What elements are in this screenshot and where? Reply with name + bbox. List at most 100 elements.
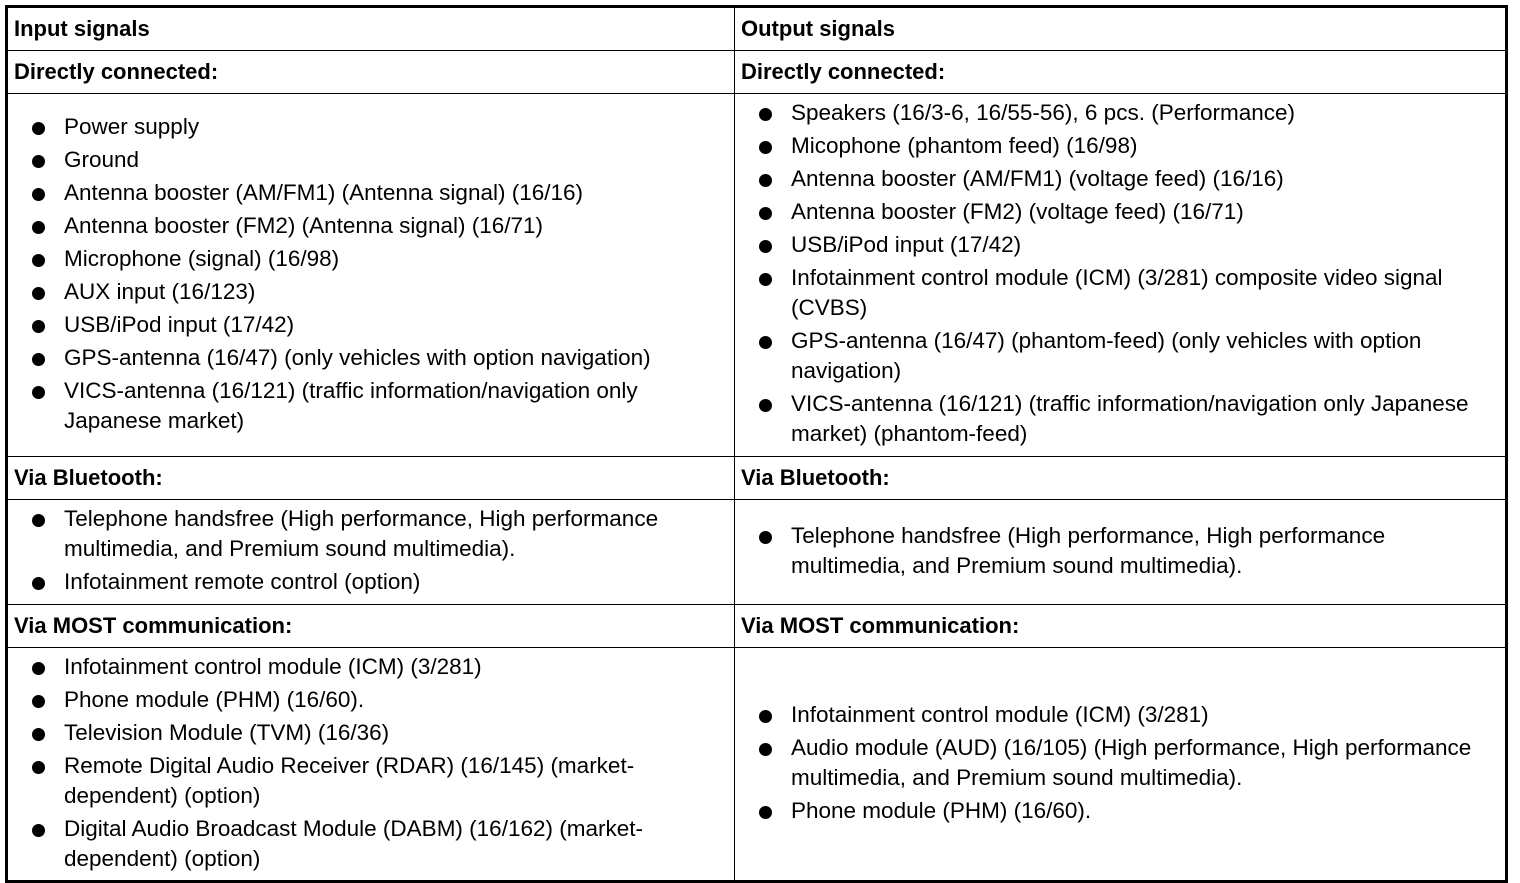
list-item-text: Audio module (AUD) (16/105) (High perfor… (791, 734, 1472, 790)
bullet-icon (759, 240, 772, 253)
list-item-text: Infotainment control module (ICM) (3/281… (791, 701, 1209, 727)
bullet-icon (759, 530, 772, 544)
list-item-text: VICS-antenna (16/121) (traffic informati… (64, 377, 638, 433)
list-item-text: Telephone handsfree (High performance, H… (64, 506, 659, 561)
list-item-text: Ground (64, 146, 140, 172)
list-item-text: Remote Digital Audio Receiver (RDAR) (16… (64, 752, 635, 808)
list-item-text: Power supply (64, 113, 200, 139)
list-item-text: Television Module (TVM) (16/36) (64, 719, 390, 745)
output-direct-cell: Speakers (16/3-6, 16/55-56), 6 pcs. (Per… (734, 93, 1507, 457)
bullet-icon (759, 399, 772, 412)
bullet-icon (759, 141, 772, 154)
list-item: Infotainment control module (ICM) (3/281… (735, 700, 1505, 730)
bullet-icon (32, 385, 45, 399)
header-row: Input signals Output signals (6, 6, 1507, 51)
list-item: AUX input (16/123) (8, 277, 734, 307)
list-item-text: Antenna booster (AM/FM1) (voltage feed) … (791, 166, 1284, 191)
list-item: Infotainment control module (ICM) (3/281… (8, 652, 734, 682)
list-item: Phone module (PHM) (16/60). (735, 796, 1505, 826)
bullet-icon (759, 805, 772, 819)
list-item: Ground (8, 145, 734, 175)
list-item-text: Phone module (PHM) (16/60). (791, 797, 1092, 823)
list-item: Audio module (AUD) (16/105) (High perfor… (735, 733, 1505, 793)
bullet-icon (32, 760, 45, 774)
bullet-icon (32, 514, 45, 527)
list-item: Antenna booster (AM/FM1) (voltage feed) … (735, 164, 1505, 194)
input-signals-header: Input signals (6, 6, 735, 51)
output-direct-list: Speakers (16/3-6, 16/55-56), 6 pcs. (Per… (735, 98, 1505, 449)
bullet-icon (32, 319, 45, 333)
input-direct-label: Directly connected: (6, 50, 735, 94)
list-item-text: Infotainment control module (ICM) (3/281… (64, 653, 482, 679)
list-item: Micophone (phantom feed) (16/98) (735, 131, 1505, 161)
list-item-text: Speakers (16/3-6, 16/55-56), 6 pcs. (Per… (791, 100, 1295, 125)
output-signals-header: Output signals (734, 6, 1507, 51)
list-item: Telephone handsfree (High performance, H… (735, 521, 1505, 581)
input-most-cell: Infotainment control module (ICM) (3/281… (6, 647, 735, 882)
input-bluetooth-label: Via Bluetooth: (6, 456, 735, 500)
list-item: Television Module (TVM) (16/36) (8, 718, 734, 748)
output-direct-label: Directly connected: (734, 50, 1507, 94)
list-item: GPS-antenna (16/47) (phantom-feed) (only… (735, 326, 1505, 386)
list-item-text: Micophone (phantom feed) (16/98) (791, 133, 1138, 158)
bullet-icon (32, 661, 45, 675)
bullet-icon (759, 336, 772, 349)
bullet-icon (32, 121, 45, 135)
bullet-icon (32, 154, 45, 168)
output-most-label: Via MOST communication: (734, 604, 1507, 648)
bullet-icon (759, 273, 772, 286)
bullet-icon (759, 174, 772, 187)
list-item: Power supply (8, 112, 734, 142)
list-item: USB/iPod input (17/42) (8, 310, 734, 340)
output-bluetooth-label: Via Bluetooth: (734, 456, 1507, 500)
list-item: Speakers (16/3-6, 16/55-56), 6 pcs. (Per… (735, 98, 1505, 128)
list-item: Phone module (PHM) (16/60). (8, 685, 734, 715)
output-bluetooth-list: Telephone handsfree (High performance, H… (735, 521, 1505, 581)
input-bluetooth-list: Telephone handsfree (High performance, H… (8, 504, 734, 597)
list-item-text: GPS-antenna (16/47) (phantom-feed) (only… (791, 328, 1422, 383)
input-most-list: Infotainment control module (ICM) (3/281… (8, 652, 734, 874)
list-item: Telephone handsfree (High performance, H… (8, 504, 734, 564)
output-most-list: Infotainment control module (ICM) (3/281… (735, 700, 1505, 826)
bullet-icon (32, 220, 45, 234)
signals-table: Input signals Output signals Directly co… (5, 5, 1508, 883)
list-item: Infotainment control module (ICM) (3/281… (735, 263, 1505, 323)
items-row-most: Infotainment control module (ICM) (3/281… (6, 647, 1507, 882)
section-row-direct: Directly connected: Directly connected: (6, 50, 1507, 94)
bullet-icon (759, 742, 772, 756)
list-item-text: USB/iPod input (17/42) (64, 311, 295, 337)
bullet-icon (32, 352, 45, 366)
list-item-text: Antenna booster (FM2) (Antenna signal) (… (64, 212, 544, 238)
list-item-text: VICS-antenna (16/121) (traffic informati… (791, 391, 1469, 446)
input-most-label: Via MOST communication: (6, 604, 735, 648)
list-item: Antenna booster (FM2) (Antenna signal) (… (8, 211, 734, 241)
list-item: Antenna booster (AM/FM1) (Antenna signal… (8, 178, 734, 208)
list-item-text: Infotainment remote control (option) (64, 569, 421, 594)
list-item-text: Telephone handsfree (High performance, H… (791, 522, 1386, 578)
list-item: Remote Digital Audio Receiver (RDAR) (16… (8, 751, 734, 811)
output-most-cell: Infotainment control module (ICM) (3/281… (734, 647, 1507, 882)
section-row-most: Via MOST communication: Via MOST communi… (6, 604, 1507, 648)
bullet-icon (759, 709, 772, 723)
list-item-text: Infotainment control module (ICM) (3/281… (791, 265, 1443, 320)
list-item-text: AUX input (16/123) (64, 278, 256, 304)
list-item-text: Digital Audio Broadcast Module (DABM) (1… (64, 815, 643, 871)
list-item-text: USB/iPod input (17/42) (791, 232, 1022, 257)
list-item: Antenna booster (FM2) (voltage feed) (16… (735, 197, 1505, 227)
list-item: VICS-antenna (16/121) (traffic informati… (735, 389, 1505, 449)
list-item: VICS-antenna (16/121) (traffic informati… (8, 376, 734, 436)
list-item-text: Microphone (signal) (16/98) (64, 245, 340, 271)
bullet-icon (32, 187, 45, 201)
bullet-icon (32, 823, 45, 837)
list-item-text: GPS-antenna (16/47) (only vehicles with … (64, 344, 651, 370)
list-item: Digital Audio Broadcast Module (DABM) (1… (8, 814, 734, 874)
list-item: Microphone (signal) (16/98) (8, 244, 734, 274)
bullet-icon (32, 253, 45, 267)
bullet-icon (32, 286, 45, 300)
section-row-bluetooth: Via Bluetooth: Via Bluetooth: (6, 456, 1507, 500)
list-item-text: Antenna booster (AM/FM1) (Antenna signal… (64, 179, 584, 205)
list-item: USB/iPod input (17/42) (735, 230, 1505, 260)
